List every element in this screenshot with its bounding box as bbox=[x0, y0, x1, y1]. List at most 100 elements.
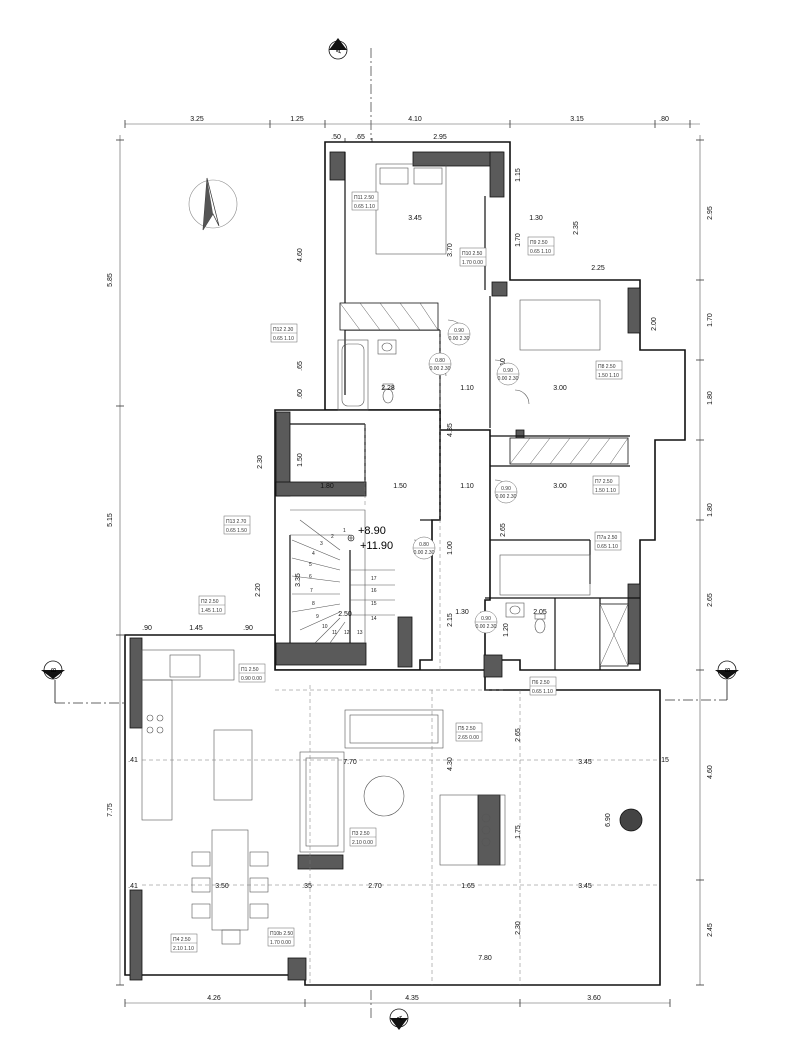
window-tag: П5 2.50 2.65 0.00 bbox=[455, 722, 483, 742]
bed-room-2 bbox=[519, 299, 601, 351]
window-tag: П7a 2.50 0.65 1.10 bbox=[594, 531, 622, 551]
dimension-chain-left: 5.85 5.15 7.75 bbox=[107, 135, 124, 986]
door-tag-text: 0.00 2.30 bbox=[430, 366, 451, 372]
door-tag-text: 0.00 2.30 bbox=[496, 494, 517, 500]
window-tag: П10b 2.501.70 0.00 bbox=[267, 927, 295, 947]
window-tag-text: 1.50 1.10 bbox=[595, 488, 616, 494]
window-tag: П4 2.502.10 1.10 bbox=[170, 933, 198, 953]
window-tag-text: 1.45 1.10 bbox=[201, 608, 222, 614]
door-tag-text: 0.00 2.30 bbox=[498, 376, 519, 382]
dim-label: 3.45 bbox=[578, 883, 592, 890]
window-tag-text: П10 2.50 bbox=[462, 251, 482, 257]
dim-top-3: 3.15 bbox=[570, 116, 584, 123]
dim-label: .90 bbox=[142, 625, 152, 632]
stair-number: 12 bbox=[344, 630, 350, 636]
window-tag-text: 1.70 0.00 bbox=[462, 260, 483, 266]
dim-label: 1.10 bbox=[460, 385, 474, 392]
dim-right-0: 2.95 bbox=[707, 206, 714, 220]
wardrobe-bedroom-2 bbox=[509, 437, 629, 465]
door-tag-text: 0.00 2.30 bbox=[476, 624, 497, 630]
stair-number: 7 bbox=[310, 588, 313, 594]
window-tag-text: 2.65 0.00 bbox=[458, 735, 479, 741]
dim-label: 1.45 bbox=[189, 625, 203, 632]
toilet-icon-2 bbox=[534, 613, 546, 634]
stair-number: 1 bbox=[343, 528, 346, 534]
door-tag-text: 0.90 bbox=[481, 616, 491, 622]
dim-label: 2.00 bbox=[651, 317, 658, 331]
dim-label: 2.30 bbox=[515, 921, 522, 935]
door-tag-text: 0.90 bbox=[503, 368, 513, 374]
window-tag-text: П5 2.50 bbox=[458, 726, 476, 732]
dim-label: 2.65 bbox=[515, 728, 522, 742]
sofa bbox=[299, 751, 345, 853]
door-tag-text: 0.90 bbox=[454, 328, 464, 334]
window-tag-text: 0.65 1.10 bbox=[530, 249, 551, 255]
dim-label: 2.30 bbox=[257, 455, 264, 469]
dim-label: 1.20 bbox=[503, 623, 510, 637]
dimension-chain-bottom: 4.26 4.35 3.60 bbox=[124, 995, 671, 1007]
section-a-label-bottom: A bbox=[397, 1015, 404, 1020]
dim-label: 1.10 bbox=[460, 483, 474, 490]
bed-room-3 bbox=[499, 554, 591, 596]
dim-label: 2.50 bbox=[338, 611, 352, 618]
door-tag-text: 0.90 bbox=[501, 486, 511, 492]
dim-label: .41 bbox=[128, 757, 138, 764]
stair-number: 17 bbox=[371, 576, 377, 582]
dim-label: 1.75 bbox=[515, 825, 522, 839]
window-tag-text: П7a 2.50 bbox=[597, 535, 617, 541]
dim-label: 3.45 bbox=[408, 215, 422, 222]
stair-number: 13 bbox=[357, 630, 363, 636]
window-tag: П2 2.501.45 1.10 bbox=[198, 595, 226, 615]
window-tag: П8 2.501.50 1.10 bbox=[595, 360, 623, 380]
dim-label: 3.00 bbox=[553, 483, 567, 490]
dim-label: 7.80 bbox=[478, 955, 492, 962]
window-tag: П1 2.50 0.90 0.00 bbox=[238, 663, 266, 683]
door-tag-text: 0.00 2.30 bbox=[414, 550, 435, 556]
stair-number: 9 bbox=[316, 614, 319, 620]
window-tag-text: 0.65 1.10 bbox=[597, 544, 618, 550]
window-tag: П13 2.70 0.65 1.50 bbox=[223, 515, 251, 535]
dim-label: .15 bbox=[659, 757, 669, 764]
window-tag-text: 0.65 1.50 bbox=[226, 528, 247, 534]
window-tag-text: 0.90 0.00 bbox=[241, 676, 262, 682]
stair-number: 4 bbox=[312, 551, 315, 557]
dim-top-1: 1.25 bbox=[290, 116, 304, 123]
window-tag: П7 2.501.50 1.10 bbox=[592, 475, 620, 495]
dim-label: 4.35 bbox=[447, 423, 454, 437]
interior-dimensions: 3.45 1.30 2.35 2.25 3.00 3.00 1.10 1.10 … bbox=[128, 168, 669, 962]
section-marker-a-top: A bbox=[328, 38, 372, 140]
window-tag-text: П13 2.70 bbox=[226, 519, 246, 525]
section-a-label-top: A bbox=[336, 48, 343, 53]
window-tag-text: П10b 2.50 bbox=[270, 931, 293, 937]
window-tag-text: 0.65 1.10 bbox=[532, 689, 553, 695]
dim-right-2: 1.80 bbox=[707, 391, 714, 405]
overhead-dashed-lines bbox=[142, 330, 660, 985]
dim-label: 6.90 bbox=[605, 813, 612, 827]
dim-top-inner-0: .50 bbox=[331, 134, 341, 141]
section-marker-b-right: B bbox=[665, 660, 739, 701]
window-tag-text: П6 2.50 bbox=[532, 680, 550, 686]
dim-label: 2.28 bbox=[381, 385, 395, 392]
dim-label: 3.00 bbox=[553, 385, 567, 392]
window-tag-text: П1 2.50 bbox=[241, 667, 259, 673]
dim-label: 2.05 bbox=[533, 609, 547, 616]
kitchen-island bbox=[213, 729, 253, 801]
dim-label: 1.80 bbox=[320, 483, 334, 490]
level-lower: +11.90 bbox=[360, 540, 393, 552]
dim-top-2: 4.10 bbox=[408, 116, 422, 123]
door-tag: 0.90 0.00 2.30 bbox=[474, 610, 498, 634]
dimension-chain-right: 2.95 1.70 1.80 1.80 2.65 4.60 2.45 bbox=[696, 135, 714, 986]
window-tag-text: 2.10 0.00 bbox=[352, 840, 373, 846]
window-tag-text: П11 2.50 bbox=[354, 195, 374, 201]
sink-icon-2 bbox=[505, 602, 525, 618]
dim-label: 2.20 bbox=[255, 583, 262, 597]
dim-label: 3.35 bbox=[295, 573, 302, 587]
dim-bottom-0: 4.26 bbox=[207, 995, 221, 1002]
dim-bottom-2: 3.60 bbox=[587, 995, 601, 1002]
dim-label: 3.50 bbox=[215, 883, 229, 890]
dim-label: 3.70 bbox=[447, 243, 454, 257]
window-tag-text: П3 2.50 bbox=[352, 831, 370, 837]
stair-number: 2 bbox=[331, 534, 334, 540]
